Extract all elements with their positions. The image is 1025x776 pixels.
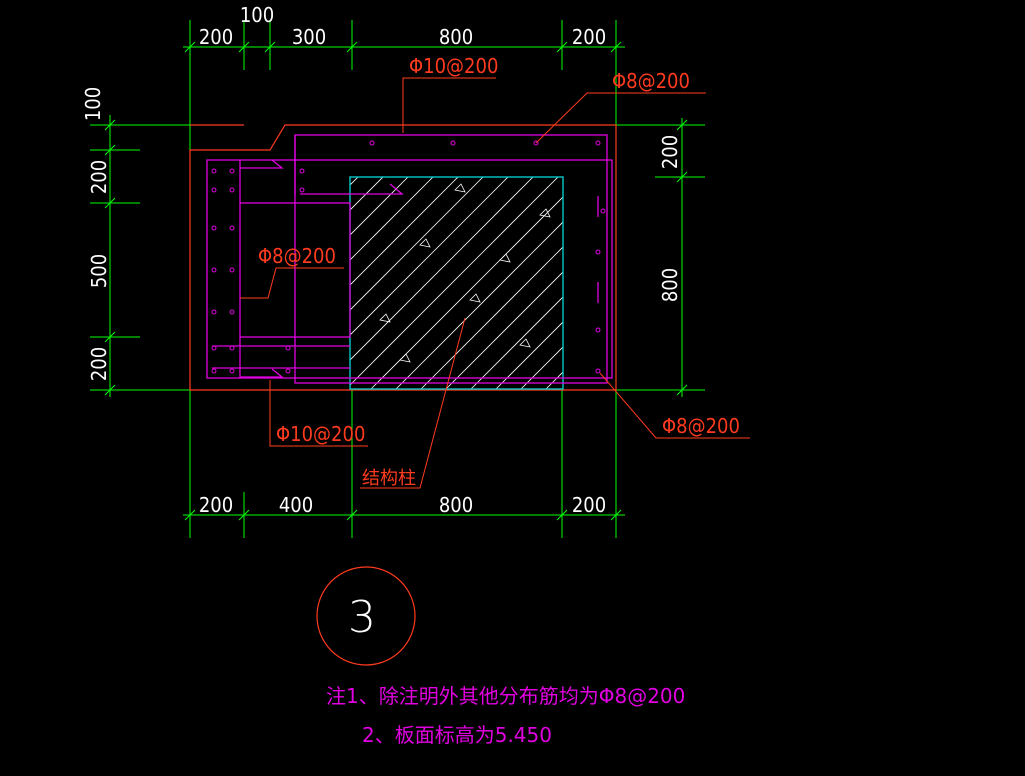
rebar-dots	[211, 140, 606, 374]
section-mark-circle	[316, 566, 416, 666]
dim-top-1: 200	[199, 25, 233, 49]
dim-top-small: 100	[240, 3, 274, 27]
dim-left-3: 200	[87, 347, 111, 381]
dim-right-1: 200	[658, 135, 682, 169]
rebar-lines	[206, 134, 613, 384]
label-top-rebar: Φ10@200	[409, 54, 498, 78]
label-column: 结构柱	[362, 468, 416, 489]
dim-left-small: 100	[81, 87, 105, 121]
dim-top-4: 200	[572, 25, 606, 49]
structural-column	[349, 176, 564, 390]
dim-top-3: 800	[439, 25, 473, 49]
dim-bottom-4: 200	[572, 493, 606, 517]
slab-outline	[189, 124, 617, 391]
dim-top-2: 300	[292, 25, 326, 49]
note-line-1: 注1、除注明外其他分布筋均为Φ8@200	[326, 684, 685, 708]
dimension-texts: 200 100 300 800 200 200 400 800 200 100 …	[81, 3, 682, 517]
notes: 注1、除注明外其他分布筋均为Φ8@200 2、板面标高为5.450	[326, 684, 685, 747]
dim-bottom-3: 800	[439, 493, 473, 517]
label-bottom-rebar: Φ10@200	[276, 422, 365, 446]
dim-bottom-1: 200	[199, 493, 233, 517]
label-top-right-rebar: Φ8@200	[612, 69, 690, 93]
dim-right-2: 800	[658, 268, 682, 302]
label-left-rebar: Φ8@200	[258, 244, 336, 268]
dimension-lines	[90, 20, 705, 538]
section-mark-number: 3	[348, 592, 376, 643]
rebar-labels: Φ10@200 Φ8@200 Φ8@200 Φ10@200 Φ8@200 结构柱	[258, 54, 740, 489]
dim-left-2: 500	[87, 254, 111, 288]
note-line-2: 2、板面标高为5.450	[362, 723, 552, 747]
dim-left-1: 200	[87, 160, 111, 194]
dim-bottom-2: 400	[279, 493, 313, 517]
leader-lines	[240, 77, 750, 489]
label-right-rebar: Φ8@200	[662, 414, 740, 438]
column-hatch	[350, 177, 563, 389]
